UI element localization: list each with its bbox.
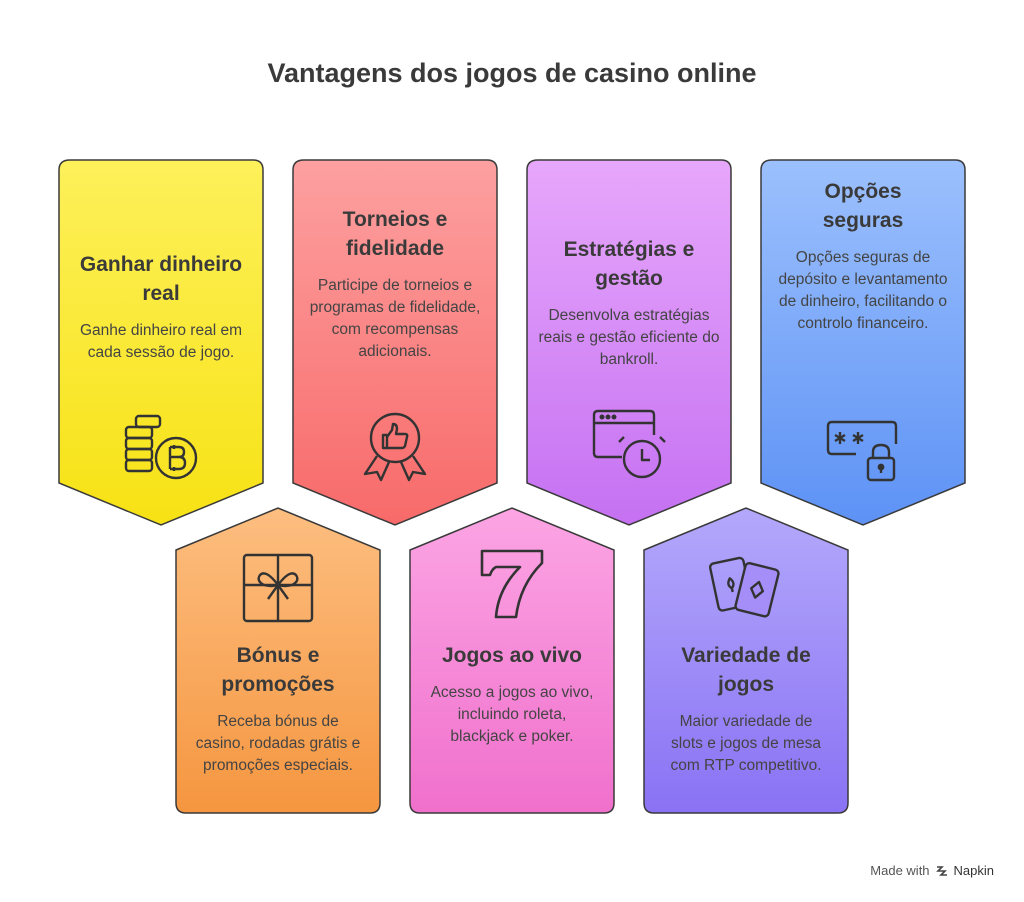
card-description: Participe de torneios e programas de fid… [309, 277, 481, 360]
napkin-logo-icon [935, 865, 947, 876]
card-estrategias: Estratégias e gestão Desenvolva estratég… [532, 235, 726, 371]
card-title: Jogos ao vivo [441, 644, 583, 667]
bitcoin-coins-icon [124, 414, 198, 480]
password-lock-icon [826, 420, 898, 482]
page-title: Vantagens dos jogos de casino online [267, 58, 757, 88]
card-description: Ganhe dinheiro real em cada sessão de jo… [80, 322, 242, 361]
footer-prefix: Made with [870, 863, 930, 878]
card-description: Opções seguras de depósito e levantament… [778, 249, 948, 332]
thumbs-up-award-icon [363, 412, 427, 482]
card-title: Estratégias e gestão [563, 238, 695, 290]
card-shape-jogos-vivo [409, 507, 615, 814]
card-torneios: Torneios e fidelidade Participe de torne… [298, 205, 492, 363]
footer-brand: Napkin [953, 863, 994, 878]
lucky-seven-icon [480, 549, 544, 619]
gift-box-icon [242, 553, 314, 623]
card-shape-ganhar [58, 159, 264, 526]
card-shape-estrategias [526, 159, 732, 526]
card-variedade: Variedade de jogos Maior variedade de sl… [649, 641, 843, 777]
card-shape-opcoes [760, 159, 966, 526]
card-description: Receba bónus de casino, rodadas grátis e… [195, 713, 361, 774]
card-title: Torneios e fidelidade [342, 208, 448, 260]
card-title: Opções seguras [822, 180, 904, 232]
card-description: Acesso a jogos ao vivo, incluindo roleta… [430, 684, 594, 745]
card-title: Variedade de jogos [681, 644, 811, 696]
card-title: Ganhar dinheiro real [79, 253, 243, 305]
footer: Made with Napkin [870, 863, 994, 878]
playing-cards-icon [708, 556, 780, 618]
card-ganhar: Ganhar dinheiro real Ganhe dinheiro real… [64, 250, 258, 364]
card-description: Desenvolva estratégias reais e gestão ef… [538, 307, 720, 368]
card-title: Bónus e promoções [221, 644, 335, 696]
card-shape-torneios [292, 159, 498, 526]
card-shape-bonus [175, 507, 381, 814]
card-jogos-vivo: Jogos ao vivo Acesso a jogos ao vivo, in… [415, 641, 609, 748]
card-bonus: Bónus e promoções Receba bónus de casino… [181, 641, 375, 777]
card-description: Maior variedade de slots e jogos de mesa… [670, 713, 822, 774]
browser-clock-icon [592, 409, 666, 479]
card-opcoes: Opções seguras Opções seguras de depósit… [766, 177, 960, 335]
card-shape-variedade [643, 507, 849, 814]
